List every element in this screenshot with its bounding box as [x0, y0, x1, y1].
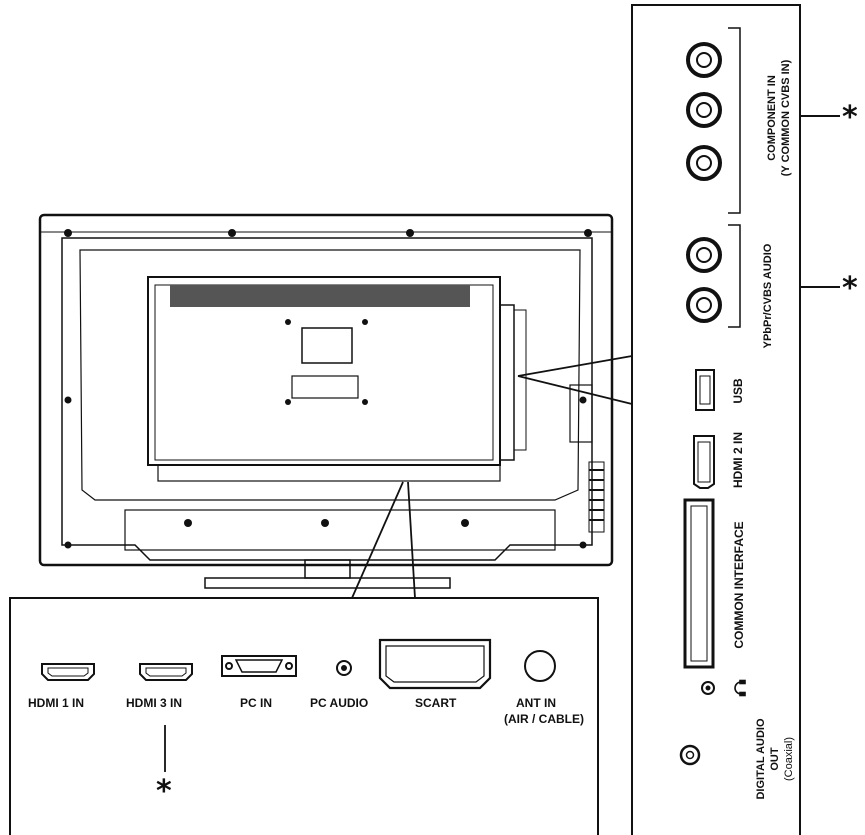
asterisk-ypbpr-audio: *	[842, 271, 858, 306]
label-component-line2: (Y COMMON CVBS IN)	[780, 59, 792, 177]
screw-dots	[64, 229, 592, 549]
headphone-icon	[734, 679, 746, 697]
label-ant-sub: (AIR / CABLE)	[504, 712, 584, 726]
label-component-in: COMPONENT IN (Y COMMON CVBS IN)	[765, 23, 793, 213]
label-usb: USB	[731, 378, 745, 404]
label-digital-audio-line3: (Coaxial)	[783, 737, 795, 782]
label-hdmi1-in: HDMI 1 IN	[28, 696, 85, 710]
label-scart: SCART	[415, 696, 457, 710]
label-common-interface: COMMON INTERFACE	[732, 521, 746, 649]
bottom-connector-panel	[9, 597, 599, 835]
label-digital-audio-line1: DIGITAL AUDIO	[755, 718, 767, 800]
tv-rear-view	[38, 213, 614, 589]
asterisk-component: *	[842, 100, 858, 135]
label-pc-audio: PC AUDIO	[310, 696, 369, 710]
side-connector-panel	[631, 4, 840, 835]
label-ypbpr-audio: YPbPr/CVBS AUDIO	[762, 243, 774, 349]
label-pc-in: PC IN	[240, 696, 273, 710]
label-digital-audio-out: DIGITAL AUDIO OUT (Coaxial)	[754, 704, 796, 814]
label-digital-audio-line2: OUT	[769, 747, 781, 771]
asterisk-hdmi3: *	[156, 774, 172, 809]
label-ant-in: ANT IN	[516, 696, 556, 710]
callout-lines	[351, 355, 633, 599]
label-component-line1: COMPONENT IN	[766, 75, 778, 161]
label-hdmi2-in: HDMI 2 IN	[731, 432, 745, 489]
label-hdmi3-in: HDMI 3 IN	[126, 696, 183, 710]
